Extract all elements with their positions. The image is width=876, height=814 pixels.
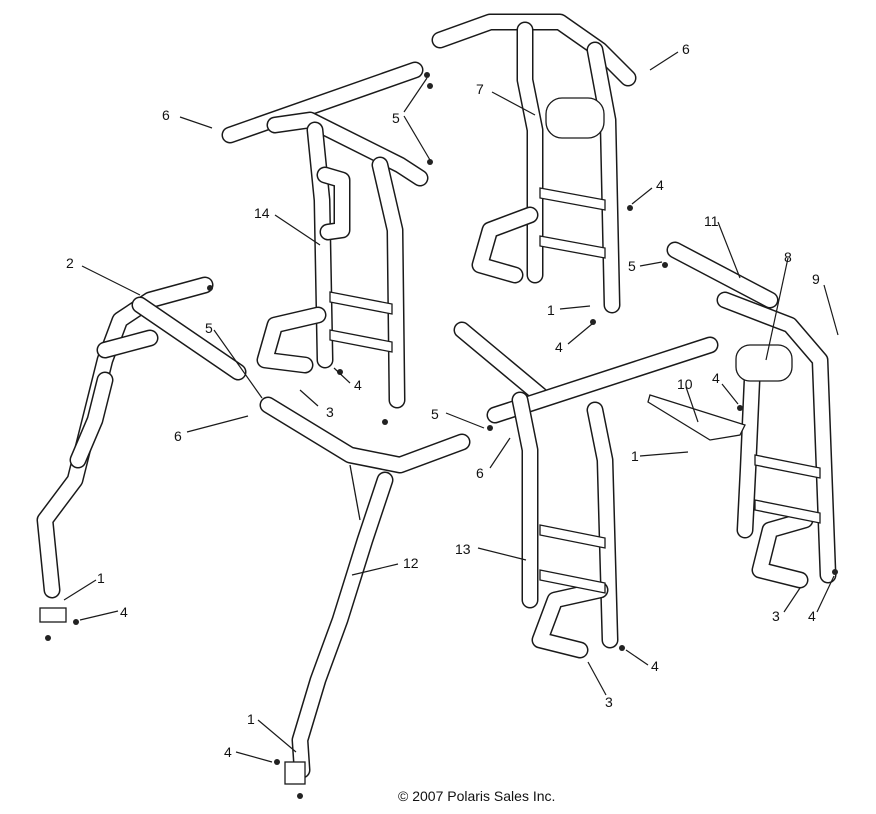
foot-plate-left	[39, 607, 67, 623]
callout-4-right: 4	[712, 370, 720, 386]
frame-part-2	[36, 276, 247, 599]
callout-4-far-right: 4	[808, 608, 816, 624]
frame-part-12	[259, 396, 471, 779]
callout-13: 13	[455, 541, 471, 557]
callout-4-mid: 4	[555, 339, 563, 355]
frame-part-13	[453, 321, 719, 659]
callout-5-mid-right: 5	[628, 258, 636, 274]
callout-6-left: 6	[174, 428, 182, 444]
callout-1-bottom: 1	[247, 711, 255, 727]
callout-3-bottom: 3	[605, 694, 613, 710]
callout-1-upper: 1	[547, 302, 555, 318]
callout-10: 10	[677, 376, 693, 392]
callout-3-upper: 3	[326, 404, 334, 420]
callout-4-left-mid: 4	[354, 377, 362, 393]
callout-5-left: 5	[205, 320, 213, 336]
callout-3-right: 3	[772, 608, 780, 624]
hardware-fasteners	[39, 72, 838, 799]
callout-8: 8	[784, 249, 792, 265]
frame-part-7	[431, 13, 637, 314]
callout-1-center: 1	[631, 448, 639, 464]
callout-1-left: 1	[97, 570, 105, 586]
callout-6-top-left: 6	[162, 107, 170, 123]
callout-6-top-right: 6	[682, 41, 690, 57]
callout-4-bottom: 4	[224, 744, 232, 760]
callout-11: 11	[704, 213, 719, 229]
callout-labels: 6 6 7 5 4 14 11 8 2 5 9 1 5 4 4 3 4 10 6…	[66, 41, 820, 760]
callout-6-center: 6	[476, 465, 484, 481]
callout-5-center: 5	[431, 406, 439, 422]
callout-7: 7	[476, 81, 484, 97]
callout-9: 9	[812, 271, 820, 287]
foot-plate-bottom	[284, 761, 306, 785]
copyright-text: © 2007 Polaris Sales Inc.	[398, 788, 556, 804]
callout-12: 12	[403, 555, 419, 571]
callout-4-bottom-mid: 4	[651, 658, 659, 674]
headrest-pad-7	[545, 97, 605, 139]
callout-5-top: 5	[392, 110, 400, 126]
frame-part-11	[666, 241, 837, 589]
callout-2: 2	[66, 255, 74, 271]
leader-lines	[63, 51, 839, 763]
callout-4-left-low: 4	[120, 604, 128, 620]
callout-14: 14	[254, 205, 270, 221]
headrest-pad-8	[735, 344, 793, 382]
frame-part-14	[221, 61, 429, 409]
callout-4-upper: 4	[656, 177, 664, 193]
